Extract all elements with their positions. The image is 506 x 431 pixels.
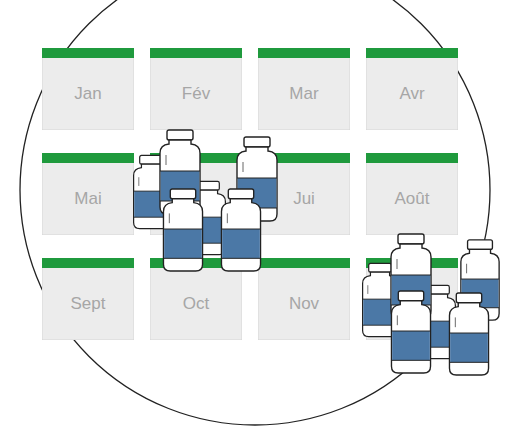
month-label: Oct bbox=[183, 294, 209, 314]
month-label: Sept bbox=[71, 294, 106, 314]
month-tile: Nov bbox=[258, 258, 350, 340]
bottle-cluster bbox=[363, 234, 500, 375]
month-label: Nov bbox=[289, 294, 319, 314]
month-tile: Mar bbox=[258, 48, 350, 130]
month-tile: Oct bbox=[150, 258, 242, 340]
month-label: Mar bbox=[289, 84, 318, 104]
month-label: Fév bbox=[182, 84, 210, 104]
month-tile: Jui bbox=[258, 153, 350, 235]
month-tile: Sept bbox=[42, 258, 134, 340]
month-label: Jui bbox=[293, 189, 315, 209]
month-label: Avr bbox=[399, 84, 424, 104]
bottle-cluster bbox=[134, 130, 277, 271]
month-tile: Fév bbox=[150, 48, 242, 130]
month-label: Août bbox=[395, 189, 430, 209]
month-tile: Jan bbox=[42, 48, 134, 130]
month-label: Mai bbox=[74, 189, 101, 209]
month-label: Jan bbox=[74, 84, 101, 104]
month-tile: Août bbox=[366, 153, 458, 235]
month-tile: Avr bbox=[366, 48, 458, 130]
month-tiles bbox=[42, 48, 458, 340]
month-tile: Mai bbox=[42, 153, 134, 235]
